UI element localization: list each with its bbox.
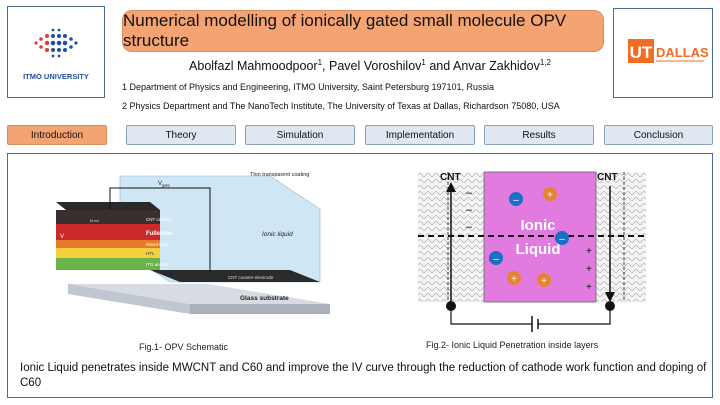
vgate-label: Vgate (158, 181, 171, 188)
cation-2: + (507, 271, 521, 285)
page-title: Numerical modelling of ionically gated s… (122, 10, 604, 52)
plus-3: + (586, 282, 592, 293)
ionic-liquid-label: Ionic liquid (262, 231, 293, 238)
fig2-caption: Fig.2- Ionic Liquid Penetration inside l… (426, 340, 599, 350)
ito-layer (56, 258, 160, 270)
cnt-cathode-top (56, 202, 160, 210)
utdallas-logo-graphic: UT DALLAS (628, 39, 709, 63)
fig2-ionic-penetration: CNT CNT – – – + + + Ionic Liquid – + – –… (418, 171, 646, 332)
author-3-sup: 1,2 (539, 58, 551, 67)
tab-introduction[interactable]: Introduction (7, 125, 107, 145)
plus-1: + (586, 246, 592, 257)
minus-2: – (466, 204, 473, 216)
tab-conclusion[interactable]: Conclusion (604, 125, 713, 145)
liquid-text: Liquid (516, 241, 561, 258)
v-left-label: V (60, 234, 64, 240)
svg-text:–: – (493, 254, 499, 265)
minus-1: – (466, 187, 473, 199)
author-3: Anvar Zakhidov (452, 59, 540, 74)
circuit-wire-right (538, 306, 611, 325)
mixed-layer-label: Mixed layer (146, 242, 170, 247)
anion-2: – (555, 231, 569, 245)
left-arrowhead (446, 182, 456, 192)
fullerene-layer (56, 224, 160, 240)
htl-label: HTL (146, 251, 155, 256)
summary-text: Ionic Liquid penetrates inside MWCNT and… (20, 362, 707, 389)
affiliation-2: 2 Physics Department and The NanoTech In… (122, 101, 560, 111)
vgate-label-sub: gate (162, 183, 171, 188)
svg-text:–: – (513, 195, 519, 206)
coating-label: Thin transparent coating (250, 172, 309, 178)
glass-substrate-top (68, 284, 330, 304)
ut-text: UT (630, 43, 653, 62)
htl-layer (56, 248, 160, 258)
author-1: Abolfazl Mahmoodpoor (189, 59, 318, 74)
svg-text:–: – (559, 234, 565, 245)
fig1-opv-schematic: Thin transparent coating Vgate Ionic liq… (56, 172, 330, 314)
fullerene-label: Fullerene (146, 231, 173, 237)
author-1-sup: 1 (317, 58, 323, 67)
glass-substrate-label: Glass substrate (240, 295, 289, 302)
affiliation-1: 1 Department of Physics and Engineering,… (122, 82, 495, 92)
vgate-label-main: V (158, 181, 162, 187)
anion-3: – (489, 251, 503, 265)
glass-substrate-front (190, 304, 330, 314)
author-2-sup: 1 (421, 58, 426, 67)
itmo-logo-text: ITMO UNIVERSITY (23, 72, 89, 81)
ito-label: ITO anode (146, 262, 168, 267)
svg-text:+: + (511, 274, 517, 285)
author-2: Pavel Voroshilov (328, 59, 422, 74)
cation-1: + (543, 187, 557, 201)
tab-theory[interactable]: Theory (126, 125, 236, 145)
author-sep-1: , (322, 59, 329, 74)
circuit-wire-left (450, 306, 532, 325)
cnt-cathode-layer (56, 210, 160, 224)
plus-2: + (586, 264, 592, 275)
tab-implementation[interactable]: Implementation (365, 125, 475, 145)
counter-electrode-label: CNT counter-electrode (228, 275, 274, 280)
itmo-logo: ITMO UNIVERSITY (7, 6, 105, 98)
gate-wire (109, 187, 211, 272)
utdallas-logo: UT DALLAS (613, 8, 713, 98)
cnt-counter-electrode (150, 270, 320, 282)
cnt-right-label: CNT (597, 172, 618, 183)
right-arrowhead (605, 292, 615, 302)
tab-results[interactable]: Results (484, 125, 594, 145)
ionic-text: Ionic (520, 217, 555, 234)
anion-1: – (509, 192, 523, 206)
cation-3: + (537, 273, 551, 287)
minus-3: – (466, 221, 473, 233)
author-sep-2: and (425, 59, 453, 74)
cnt-left-label: CNT (440, 172, 461, 183)
mixed-layer (56, 240, 160, 248)
authors: Abolfazl Mahmoodpoor1, Pavel Voroshilov1… (170, 58, 570, 73)
itmo-dots-logo: ITMO UNIVERSITY (23, 28, 89, 81)
mcnt-label: M cnt (90, 219, 99, 223)
ut-block (628, 39, 654, 63)
tab-simulation[interactable]: Simulation (245, 125, 355, 145)
glass-substrate-side (68, 284, 190, 314)
cnt-cathode-label: CNT cathode (146, 217, 173, 222)
svg-text:+: + (541, 276, 547, 287)
svg-text:+: + (547, 190, 553, 201)
fig1-caption: Fig.1- OPV Schematic (139, 342, 229, 352)
dallas-text: DALLAS (656, 45, 709, 60)
